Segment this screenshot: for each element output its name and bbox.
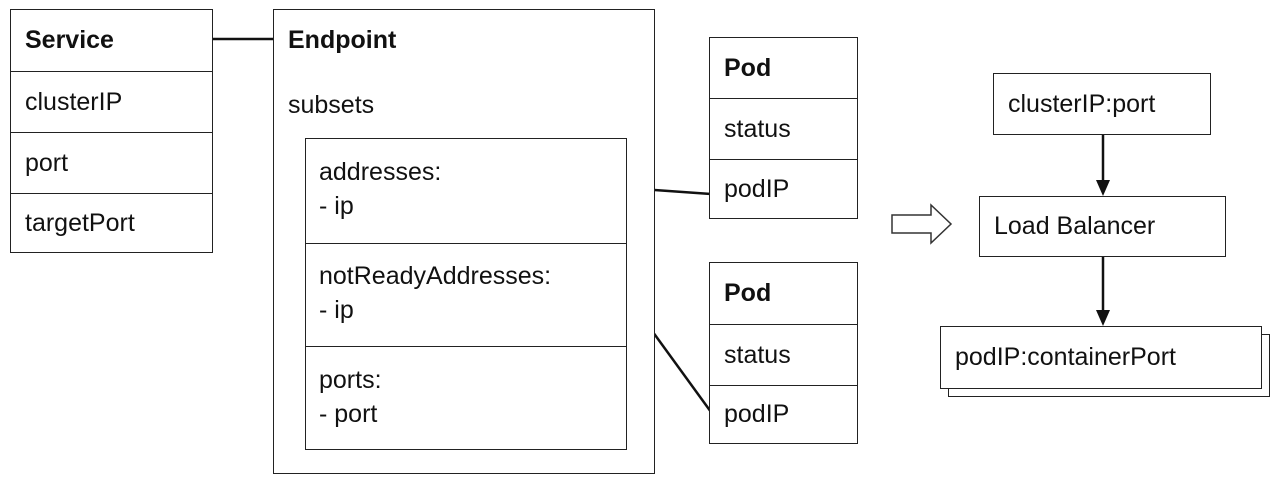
service-box: Service clusterIP port targetPort <box>10 9 213 253</box>
endpoint-subsets-label: subsets <box>288 91 375 119</box>
transform-arrow-icon <box>891 203 953 245</box>
pod-box-1: Pod status podIP <box>709 37 858 219</box>
service-field-clusterip: clusterIP <box>11 71 212 132</box>
ports-section: ports: - port <box>306 346 626 449</box>
arrowhead-icon <box>1096 180 1110 196</box>
arrowhead-icon <box>1096 310 1110 326</box>
addresses-section: addresses: - ip <box>306 139 626 243</box>
pod-field-podip: podIP <box>710 385 857 443</box>
endpoint-title: Endpoint <box>288 26 397 54</box>
cluster-ip-port-box: clusterIP:port <box>993 73 1211 135</box>
subsets-box: addresses: - ip notReadyAddresses: - ip … <box>305 138 627 450</box>
load-balancer-label: Load Balancer <box>994 212 1156 240</box>
pod-field-podip: podIP <box>710 159 857 218</box>
cluster-ip-port-label: clusterIP:port <box>1008 89 1156 118</box>
not-ready-ip: - ip <box>319 296 354 324</box>
container-port-label: podIP:containerPort <box>955 343 1176 371</box>
service-title: Service <box>25 26 114 54</box>
pod-box-2: Pod status podIP <box>709 262 858 444</box>
not-ready-label: notReadyAddresses: <box>319 262 552 290</box>
load-balancer-box: Load Balancer <box>979 196 1226 257</box>
service-field-targetport: targetPort <box>11 193 212 252</box>
pod-title: Pod <box>724 279 772 307</box>
pod-title: Pod <box>724 53 772 82</box>
addresses-ip: - ip <box>319 192 354 220</box>
pod-field-status: status <box>710 324 857 385</box>
pod-field-status: status <box>710 98 857 159</box>
service-field-port: port <box>11 132 212 193</box>
ports-label: ports: <box>319 366 382 394</box>
not-ready-section: notReadyAddresses: - ip <box>306 243 626 346</box>
container-port-box: podIP:containerPort <box>940 326 1262 389</box>
endpoint-box: Endpoint subsets addresses: - ip notRead… <box>273 9 655 474</box>
ports-port: - port <box>319 400 378 428</box>
addresses-label: addresses: <box>319 158 442 186</box>
